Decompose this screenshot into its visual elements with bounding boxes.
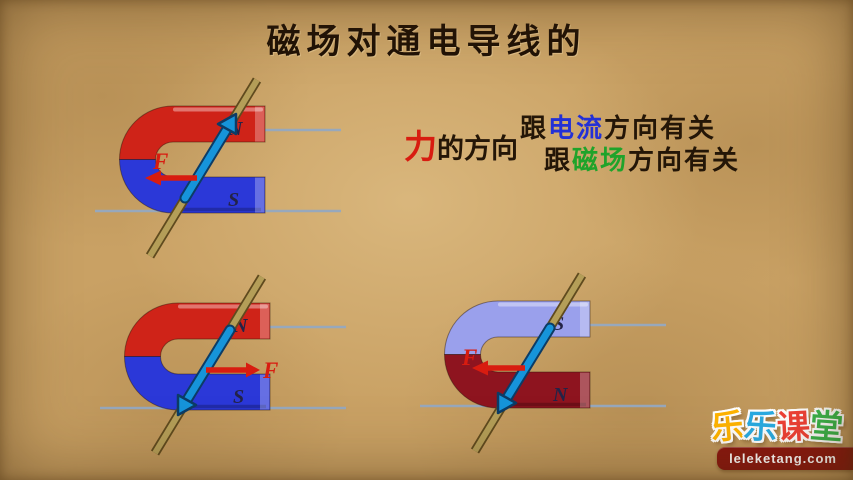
keyword-current: 电流 [548,113,605,143]
keyword-field: 磁场 [572,145,629,175]
current-arrow-shaft [181,125,231,202]
force-phrase: 力的方向 [404,120,518,168]
south-pole-face [255,177,265,213]
force-arrow-head-icon [246,362,260,378]
leleketang-logo: 乐 乐 课 堂 leleketang.com [709,406,853,470]
south-pole-label: S [233,386,244,408]
caption-line-current: 跟电流方向有关 [520,112,740,144]
current-arrow-head-icon [176,393,198,417]
caption-lines: 跟电流方向有关 跟磁场方向有关 [520,112,740,176]
line2-suffix: 方向有关 [628,145,741,175]
caption-line-field: 跟磁场方向有关 [544,144,740,176]
force-arrow-head-icon [145,170,161,186]
magnet-north-arm [118,105,266,160]
force-label: F [262,358,278,383]
caption-block: 力的方向 跟电流方向有关 跟磁场方向有关 [404,112,740,176]
current-arrow-shaft [183,326,234,404]
north-pole-face [255,106,265,142]
logo-site-banner: leleketang.com [717,447,853,470]
magnet-diagram-1: N S F [95,77,341,259]
force-word: 力 [404,130,437,166]
south-pole-face [580,301,590,337]
force-arrow-head-icon [472,360,488,376]
magnet-north-arm [123,302,271,357]
line1-suffix: 方向有关 [604,113,717,143]
north-pole-face [580,372,590,408]
logo-wordmark: 乐 乐 课 堂 [709,406,853,447]
line1-prefix: 跟 [520,113,549,143]
logo-char-1: 乐 [709,406,746,447]
page-title: 磁场对通电导线的 [266,24,587,61]
current-arrow-shaft [503,324,554,402]
current-arrow-head-icon [216,112,238,136]
magnet-diagram-2: N S F [100,274,346,456]
logo-char-3: 课 [776,407,811,446]
south-pole-face [260,374,270,410]
current-arrow-head-icon [496,391,518,415]
south-pole-label: S [553,313,564,335]
north-pole-face [260,303,270,339]
force-suffix: 的方向 [437,134,518,164]
south-pole-label: S [228,189,239,211]
north-pole-label: N [552,384,569,406]
magnet-diagram-3: S N F [420,272,666,454]
logo-char-2: 乐 [742,406,779,447]
line2-prefix: 跟 [544,145,573,175]
force-label: F [152,149,168,174]
force-label: F [461,345,477,370]
logo-char-4: 堂 [808,406,845,447]
